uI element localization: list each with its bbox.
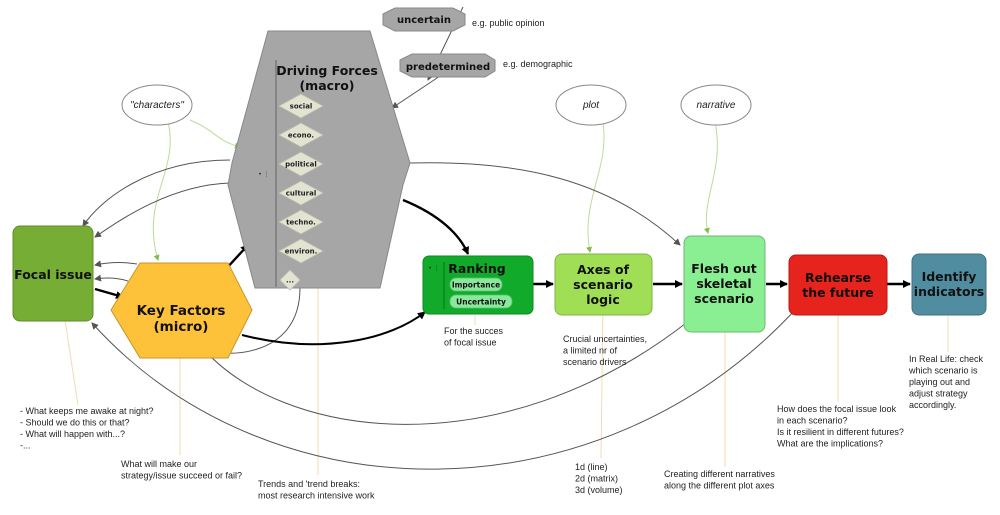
node-identify[interactable]: Identify indicators <box>911 253 987 316</box>
node-flesh-out[interactable]: Flesh out skeletal scenario <box>683 235 766 333</box>
feedback-edges <box>82 6 796 470</box>
edge-drivingforces-fleshout <box>409 162 681 246</box>
edge-focal-keyfactors <box>94 287 124 299</box>
node-ranking[interactable]: • ⋮ Ranking Importance Uncertainty <box>422 255 534 315</box>
edge-predetermined-drivingforces <box>391 75 441 109</box>
flesh-out-label-1: Flesh out <box>691 261 756 276</box>
driving-force-item-label: environ. <box>285 248 318 256</box>
narrative-label: narrative <box>697 100 736 111</box>
uncertain-shape[interactable] <box>382 7 466 32</box>
node-key-factors[interactable]: Key Factors (micro) <box>110 262 253 359</box>
notes: - What keeps me awake at night?- Should … <box>20 326 984 501</box>
identify-box[interactable] <box>911 253 987 316</box>
predetermined-label: predetermined <box>406 62 490 73</box>
narrative-ellipse <box>680 84 752 126</box>
driving-force-item-label: political <box>285 161 317 169</box>
rehearse-label-2: the future <box>802 285 874 300</box>
edge-keyfactors-focal-2 <box>94 274 129 282</box>
rehearse-box[interactable] <box>788 254 888 316</box>
focal-issue-label: Focal issue <box>14 267 92 282</box>
driving-force-item[interactable] <box>278 238 324 264</box>
driving-forces-shape[interactable] <box>227 30 411 289</box>
importance-label: Importance <box>452 281 500 290</box>
axes-label-3: logic <box>586 292 620 307</box>
note-driving-forces: Trends and 'trend breaks:most research i… <box>258 479 375 501</box>
collapse-handle-icon[interactable]: • ⋮ <box>258 171 269 178</box>
ellipse-characters: "characters" <box>121 84 193 126</box>
driving-force-item[interactable] <box>278 209 324 235</box>
key-factors-label-1: Key Factors <box>137 303 226 319</box>
note-line-axes <box>600 299 604 459</box>
focal-issue-box[interactable] <box>12 225 94 322</box>
flesh-out-label-2: skeletal <box>696 276 751 291</box>
edge-rehearse-focal <box>91 309 796 470</box>
plot-ellipse <box>555 84 627 126</box>
node-axes[interactable]: Axes of scenario logic <box>554 253 653 316</box>
predetermined-shape[interactable] <box>399 53 496 78</box>
node-driving-forces[interactable]: • ⋮ Driving Forces (macro) social econo. p… <box>227 30 411 291</box>
driving-force-item[interactable] <box>278 93 324 119</box>
ranking-item-importance[interactable] <box>449 277 503 292</box>
ranking-collapse-handle-icon[interactable]: • ⋮ <box>428 265 439 272</box>
rehearse-label-1: Rehearse <box>805 270 871 285</box>
plot-label: plot <box>582 100 600 111</box>
note-axes-dimensions: 1d (line)2d (matrix)3d (volume) <box>575 462 623 495</box>
edge-keyfactors-fleshout <box>199 319 691 425</box>
edge-narrative-fleshout <box>703 121 718 234</box>
edge-characters-keyfactors <box>152 121 171 261</box>
ellipse-connectors <box>152 119 718 261</box>
driving-force-item[interactable] <box>278 151 324 177</box>
driving-force-item-label: cultural <box>286 190 316 198</box>
edge-plot-axes <box>586 121 605 253</box>
driving-force-item-label: econo. <box>288 132 314 140</box>
driving-force-item-label: ... <box>286 277 294 285</box>
edge-keyfactors-focal-1 <box>94 260 138 268</box>
flesh-out-label-3: scenario <box>694 291 754 306</box>
node-predetermined[interactable]: predetermined <box>399 53 496 78</box>
axes-label-2: scenario <box>573 277 633 292</box>
driving-force-item[interactable] <box>278 180 324 206</box>
driving-force-item-label: techno. <box>286 219 316 227</box>
predetermined-example-note: e.g. demographic <box>503 59 573 69</box>
node-uncertain[interactable]: uncertain <box>382 7 466 32</box>
edge-keyfactors-ranking <box>241 311 426 346</box>
uncertain-label: uncertain <box>397 15 451 26</box>
axes-label-1: Axes of <box>577 262 630 277</box>
ranking-item-uncertainty[interactable] <box>449 294 513 309</box>
characters-ellipse <box>121 84 193 126</box>
uncertainty-label: Uncertainty <box>456 298 506 307</box>
edge-drivingforces-focal-2 <box>94 182 231 238</box>
driving-forces-subtitle: (macro) <box>299 78 354 93</box>
characters-label: "characters" <box>130 100 184 111</box>
identify-label-1: Identify <box>922 269 977 284</box>
key-factors-hexagon[interactable] <box>110 262 253 359</box>
note-connectors <box>64 288 949 475</box>
uncertain-example-note: e.g. public opinion <box>472 18 545 28</box>
driving-forces-items: social econo. political cultural techno. envi… <box>278 93 324 291</box>
driving-force-item[interactable] <box>279 269 301 291</box>
ellipse-plot: plot <box>555 84 627 126</box>
ranking-label: Ranking <box>448 261 505 276</box>
edge-drivingforces-focal-1 <box>82 159 231 227</box>
node-focal-issue[interactable]: Focal issue <box>12 225 94 322</box>
axes-box[interactable] <box>554 253 653 316</box>
driving-force-item-label: social <box>290 103 313 111</box>
edge-drivingforces-ranking <box>402 198 470 255</box>
note-focal-issue: - What keeps me awake at night?- Should … <box>20 406 154 451</box>
flesh-out-box[interactable] <box>683 235 766 333</box>
driving-forces-title: Driving Forces <box>276 63 378 78</box>
ellipse-narrative: narrative <box>680 84 752 126</box>
note-line-focal <box>64 319 79 406</box>
key-factors-label-2: (micro) <box>154 319 209 335</box>
node-rehearse[interactable]: Rehearse the future <box>788 254 888 316</box>
identify-label-2: indicators <box>914 284 984 299</box>
driving-force-item[interactable] <box>278 122 324 148</box>
edge-characters-drivingforces <box>189 119 241 149</box>
